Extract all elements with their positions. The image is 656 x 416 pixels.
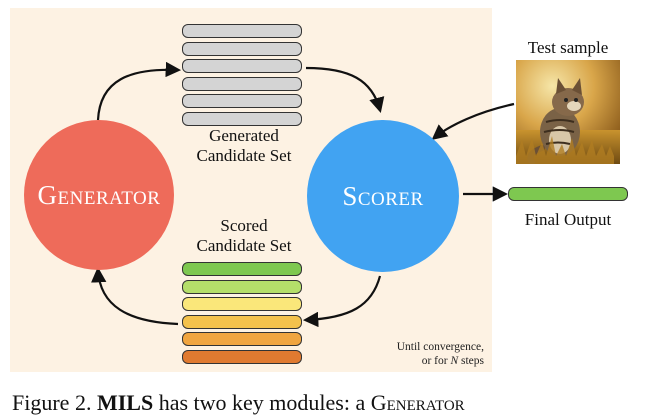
scored-set-label-line2: Candidate Set — [196, 236, 292, 255]
scored-candidate-pill — [182, 297, 302, 311]
kitten-image — [516, 60, 620, 164]
final-output-label: Final Output — [524, 210, 612, 229]
generated-candidate-pill — [182, 41, 302, 56]
convergence-note-line2: or for N steps — [360, 354, 484, 368]
generator-node: Generator — [24, 120, 174, 270]
scorer-label: Scorer — [342, 180, 424, 211]
final-output-pill — [508, 187, 628, 201]
note-variable: N — [450, 355, 459, 367]
note-prefix: or for — [421, 355, 451, 367]
caption-generator-word: Generator — [370, 390, 465, 415]
scored-set-label: Scored Candidate Set — [180, 216, 308, 256]
generated-set-label: Generated Candidate Set — [180, 126, 308, 166]
generated-set-label-line2: Candidate Set — [196, 146, 292, 165]
note-suffix: steps — [458, 355, 484, 367]
scored-candidate-pill — [182, 314, 302, 329]
convergence-note: Until convergence, or for N steps — [360, 340, 484, 368]
generated-candidate-pill — [182, 76, 302, 91]
caption-bold: MILS — [96, 390, 154, 415]
scored-set-label-line1: Scored — [220, 216, 268, 235]
arrow-generator-to-generated-set — [96, 61, 182, 121]
caption-rest: has two key modules: a — [153, 390, 371, 415]
arrow-scored-set-to-generator — [91, 266, 179, 326]
generated-candidate-pill — [182, 59, 302, 73]
convergence-note-line1: Until convergence, — [396, 341, 484, 353]
test-sample-label: Test sample — [527, 38, 609, 57]
generator-label: Generator — [37, 179, 161, 210]
arrow-test-sample-to-scorer — [431, 102, 515, 140]
generated-candidate-pill — [182, 111, 302, 126]
arrow-scorer-to-scored-set — [302, 275, 382, 328]
generated-candidate-pill — [182, 24, 302, 38]
scored-candidate-pill — [182, 279, 302, 294]
figure-caption: Figure 2. MILS has two key modules: a Ge… — [12, 390, 465, 416]
arrow-generated-set-to-scorer — [305, 66, 385, 113]
test-sample-photo — [516, 60, 620, 164]
scored-candidate-pill — [182, 349, 302, 364]
caption-prefix: Figure 2. — [12, 390, 97, 415]
scored-candidate-pill — [182, 332, 302, 346]
generated-set-label-line1: Generated — [209, 126, 279, 145]
scored-candidate-pill — [182, 262, 302, 276]
generated-candidate-pill — [182, 94, 302, 108]
scorer-node: Scorer — [307, 120, 459, 272]
